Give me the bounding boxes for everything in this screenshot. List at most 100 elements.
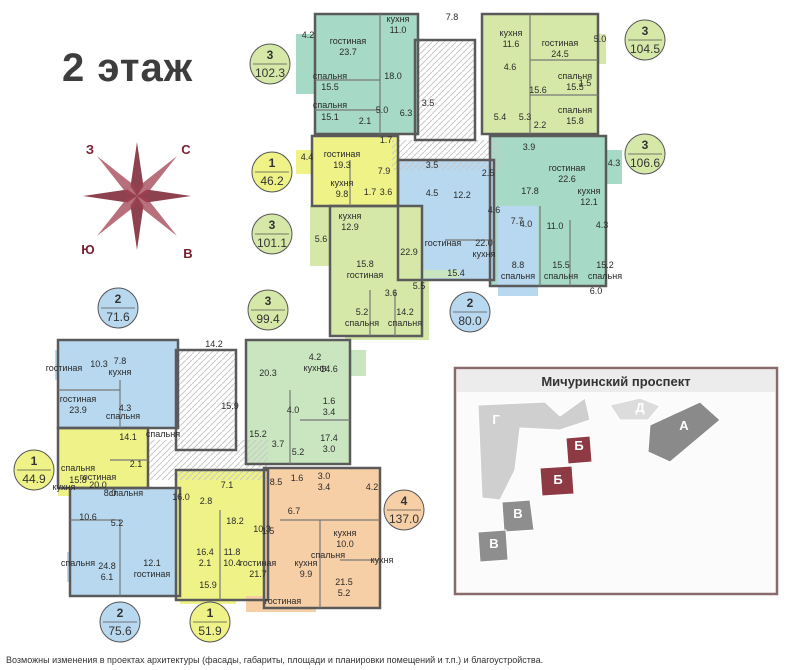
room-label-38: 4.4 — [301, 152, 314, 162]
badge-rooms: 3 — [642, 24, 649, 38]
room-label-87: гостиная — [60, 394, 97, 404]
room-label-116: 2.8 — [200, 496, 213, 506]
room-label-133: кухня — [295, 558, 318, 568]
room-label-68: гостиная — [347, 270, 384, 280]
room-label-94: 3.4 — [323, 407, 336, 417]
room-label-5: спальня — [313, 71, 347, 81]
apartment-fill-27 — [415, 40, 475, 150]
apartment-fill-4 — [312, 136, 398, 206]
badge-area: 80.0 — [458, 314, 482, 328]
room-label-113: 4.2 — [366, 482, 379, 492]
map-building-label-2: А — [679, 418, 689, 433]
apartment-fill-30 — [148, 440, 268, 480]
room-label-33: 7.9 — [378, 166, 391, 176]
room-label-9: 2.1 — [359, 116, 372, 126]
room-label-139: 6.1 — [101, 572, 114, 582]
apartment-fill-29 — [392, 140, 502, 170]
room-label-137: гостиная — [134, 569, 171, 579]
wall-6 — [56, 338, 180, 430]
room-label-64: спальня — [544, 271, 578, 281]
badge-area: 104.5 — [630, 42, 660, 56]
apartment-fill-17 — [350, 350, 366, 376]
compass-label-e: В — [183, 246, 192, 261]
compass-label-n: С — [181, 142, 191, 157]
apartment-fill-11 — [310, 206, 332, 266]
room-label-100: 3.0 — [323, 444, 336, 454]
map-building-label-1: Д — [635, 400, 645, 415]
badge-area: 99.4 — [256, 312, 280, 326]
map-building-label-0: Г — [492, 412, 500, 427]
room-label-61: 8.8 — [512, 260, 525, 270]
badge-rooms: 2 — [117, 606, 124, 620]
room-label-115: 16.0 — [172, 492, 190, 502]
room-label-88: 23.9 — [69, 405, 87, 415]
wall-7 — [244, 338, 352, 466]
room-label-135: кухня — [371, 555, 394, 565]
wall-4 — [396, 158, 496, 282]
apartment-badge-8: 144.9 — [13, 449, 55, 491]
room-label-26: 15.8 — [566, 116, 584, 126]
compass-ray-3 — [83, 189, 137, 203]
room-label-73: 5.5 — [413, 281, 426, 291]
room-label-28: 5.3 — [519, 112, 532, 122]
apartment-fill-23 — [264, 468, 380, 608]
room-label-95: 14.1 — [119, 432, 137, 442]
room-label-47: 4.5 — [426, 188, 439, 198]
badge-area: 44.9 — [22, 472, 46, 486]
badge-rooms: 1 — [31, 454, 38, 468]
room-label-89: 4.3 — [119, 403, 132, 413]
room-label-99: 17.4 — [320, 433, 338, 443]
room-label-72: 3.6 — [385, 288, 398, 298]
room-label-83: 20.3 — [259, 368, 277, 378]
room-label-143: 21.5 — [335, 577, 353, 587]
room-label-41: 22.6 — [558, 174, 576, 184]
room-label-117: 7.1 — [221, 480, 234, 490]
room-label-85: кухня — [304, 363, 327, 373]
room-label-69: 22.9 — [400, 247, 418, 257]
room-label-140: спальня — [61, 558, 95, 568]
room-label-107: 8.0 — [104, 488, 117, 498]
room-label-102: спальня — [61, 463, 95, 473]
badge-area: 75.6 — [108, 624, 132, 638]
compass-diag-ray-1 — [137, 196, 177, 236]
wall-12 — [413, 38, 477, 142]
compass-label-w: З — [86, 142, 94, 157]
room-label-42: 4.3 — [608, 158, 621, 168]
badge-rooms: 1 — [269, 156, 276, 170]
apartment-badge-1: 3 104.5 — [624, 19, 666, 61]
room-label-105: гостиная — [80, 472, 117, 482]
badge-area: 101.1 — [257, 236, 287, 250]
room-label-55: 5.6 — [315, 234, 328, 244]
wall-0 — [313, 12, 420, 136]
room-label-57: 12.9 — [341, 222, 359, 232]
room-label-13: 4.2 — [302, 30, 315, 40]
room-label-92: 4.0 — [287, 405, 300, 415]
room-label-15: кухня — [500, 28, 523, 38]
room-label-129: 11.8 — [224, 547, 241, 557]
room-label-144: 5.2 — [338, 588, 351, 598]
compass-ray-1 — [137, 189, 191, 203]
badge-rooms: 3 — [267, 48, 274, 62]
room-label-84: 4.2 — [309, 352, 322, 362]
map-building-1 — [609, 397, 661, 421]
room-label-138: 24.8 — [98, 561, 116, 571]
room-label-3: 11.0 — [390, 25, 407, 35]
apartment-fill-2 — [482, 14, 598, 134]
apartment-fill-22 — [176, 470, 268, 600]
map-building-6 — [477, 529, 509, 563]
wall-13 — [174, 348, 238, 452]
room-label-6: 15.5 — [321, 82, 339, 92]
room-label-11: 6.3 — [400, 108, 413, 118]
room-label-131: гостиная — [240, 558, 277, 568]
room-label-52: 4.0 — [520, 219, 533, 229]
apartment-badge-6: 399.4 — [247, 289, 289, 331]
room-label-128: 2.1 — [199, 558, 212, 568]
room-label-114: спальня — [109, 488, 143, 498]
apartment-fill-9 — [498, 206, 538, 296]
map-building-label-3: Б — [574, 438, 583, 453]
apartment-fill-1 — [296, 34, 318, 94]
